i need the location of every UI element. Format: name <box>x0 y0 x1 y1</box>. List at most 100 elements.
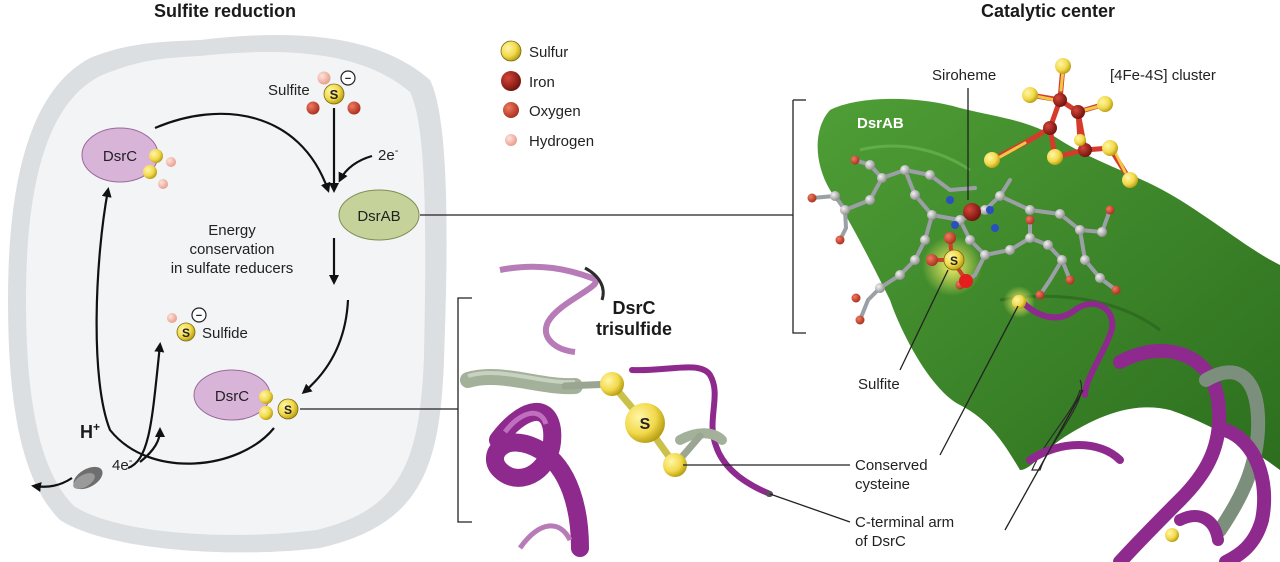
connectors <box>300 99 806 523</box>
cycle-arrows <box>31 108 373 492</box>
dsrab-surface-label: DsrAB <box>857 115 904 132</box>
hydrogen-atom-icon <box>167 313 177 323</box>
center-text-line1: Energy <box>208 222 256 239</box>
center-text: Energy conservation in sulfate reducers <box>171 222 294 277</box>
dsrc-top-label: DsrC <box>103 148 137 165</box>
arrow-four-electrons-up <box>127 342 165 470</box>
right-panel-title: Catalytic center <box>981 1 1115 21</box>
nitrogen-atom-icon <box>986 206 994 214</box>
oxygen-atom-icon <box>347 101 361 115</box>
active-site-sulfite: S <box>926 232 973 288</box>
arrow-to-bottom-dsrc <box>301 299 350 394</box>
sulfur-atom-icon <box>143 165 157 179</box>
sulfur-atom-icon <box>277 398 299 420</box>
c-terminal-label-line1: C-terminal arm <box>855 514 954 531</box>
catalytic-center-structure: S <box>807 58 1280 562</box>
sulfide-label: Sulfide <box>202 325 248 342</box>
oxygen-swatch <box>503 102 519 118</box>
iron-atom-icon <box>1043 121 1057 135</box>
sulfur-atom-icon <box>984 152 1000 168</box>
legend-item-iron: Iron <box>501 71 555 91</box>
oxygen-atom-icon <box>317 71 331 85</box>
legend-item-hydrogen: Hydrogen <box>505 133 594 150</box>
membrane-channel-icon <box>73 466 103 490</box>
sulfur-atom-icon <box>1097 96 1113 112</box>
sulfur-atom-icon <box>1122 172 1138 188</box>
charge-minus-text: − <box>345 73 351 85</box>
c-terminal-label-line2: of DsrC <box>855 533 906 550</box>
trisulfide-s-label: S <box>640 416 651 433</box>
dsrc-trisulfide-structure: S <box>460 263 773 557</box>
sulfur-atom-icon <box>625 403 665 443</box>
sulfite-label: Sulfite <box>268 82 310 99</box>
hydrogen-atom-icon <box>158 179 168 189</box>
sulfur-atom-icon <box>323 83 345 105</box>
arrow-proton-out <box>31 477 73 492</box>
sulfur-atom-icon <box>1102 140 1118 156</box>
sulfur-atom-icon <box>176 322 196 342</box>
conserved-cysteine-label-line2: cysteine <box>855 476 910 493</box>
dsrc-bottom: DsrC S <box>193 369 299 421</box>
hydrogen-atom-icon <box>166 157 176 167</box>
charge-minus-icon <box>340 70 356 86</box>
sulfur-atom-icon <box>1165 528 1179 542</box>
iron-atom-icon <box>1078 143 1092 157</box>
c-terminal-end-icon <box>766 491 772 497</box>
two-electrons-label: 2e- <box>378 145 399 164</box>
arrow-cycle-return <box>95 187 275 465</box>
nitrogen-atom-icon <box>951 221 959 229</box>
legend-label-sulfur: Sulfur <box>529 44 568 61</box>
oxygen-atom-icon <box>944 232 956 244</box>
dsrc-top: DsrC <box>81 127 176 189</box>
sulfur-atom-icon <box>663 453 687 477</box>
siroheme-iron-icon <box>963 203 981 221</box>
sulfite-molecule: Sulfite S − <box>268 70 361 115</box>
iron-swatch <box>501 71 521 91</box>
sulfur-atom-icon <box>259 390 273 404</box>
dsrc-trisulfide-title-line2: trisulfide <box>596 319 672 339</box>
arrow-four-electrons <box>139 427 165 463</box>
iron-atom-icon <box>1053 93 1067 107</box>
hydrogen-swatch <box>505 134 517 146</box>
left-panel-title: Sulfite reduction <box>154 1 296 21</box>
sulfide-molecule: S − Sulfide <box>167 307 248 342</box>
center-text-line2: conservation <box>189 241 274 258</box>
cysteine-sulfur-icon <box>1012 295 1026 309</box>
oxygen-atom-icon <box>959 274 973 288</box>
sulfur-atom-icon <box>1055 58 1071 74</box>
arrow-dsrc-to-dsrab <box>154 112 331 193</box>
leader-lines <box>683 88 1084 531</box>
center-text-line3: in sulfate reducers <box>171 260 294 277</box>
nitrogen-atom-icon <box>946 196 954 204</box>
legend-label-hydrogen: Hydrogen <box>529 133 594 150</box>
dsrc-trisulfide-title-line1: DsrC <box>612 298 655 318</box>
legend-item-sulfur: Sulfur <box>500 40 568 62</box>
legend: Sulfur Iron Oxygen Hydrogen <box>500 40 594 150</box>
bracket-catalytic <box>792 100 806 334</box>
arrow-two-electrons <box>338 154 373 183</box>
cluster-label: [4Fe-4S] cluster <box>1110 67 1216 84</box>
dsrab-label: DsrAB <box>357 208 400 225</box>
charge-minus-icon <box>191 307 207 323</box>
legend-item-oxygen: Oxygen <box>503 102 581 120</box>
sulfide-s-label: S <box>182 326 190 340</box>
dsrc-bottom-label: DsrC <box>215 388 249 405</box>
sulfur-swatch <box>500 40 522 62</box>
oxygen-atom-icon <box>306 101 320 115</box>
legend-label-oxygen: Oxygen <box>529 103 581 120</box>
sulfur-atom-icon <box>149 149 163 163</box>
four-electrons-label: 4e- <box>112 455 133 474</box>
active-site-sulfite-label: Sulfite <box>858 376 900 393</box>
oxygen-atom-icon <box>926 254 938 266</box>
iron-atom-icon <box>1071 105 1085 119</box>
nitrogen-atom-icon <box>991 224 999 232</box>
charge-minus-text: − <box>196 310 202 322</box>
siroheme-label: Siroheme <box>932 67 996 84</box>
sulfur-atom-icon <box>943 249 965 271</box>
legend-label-iron: Iron <box>529 74 555 91</box>
sulfur-atom-icon <box>1022 87 1038 103</box>
dsrab-node: DsrAB <box>338 189 420 241</box>
iron-sulfur-cluster <box>984 58 1138 188</box>
sulfur-atom-icon <box>600 372 624 396</box>
